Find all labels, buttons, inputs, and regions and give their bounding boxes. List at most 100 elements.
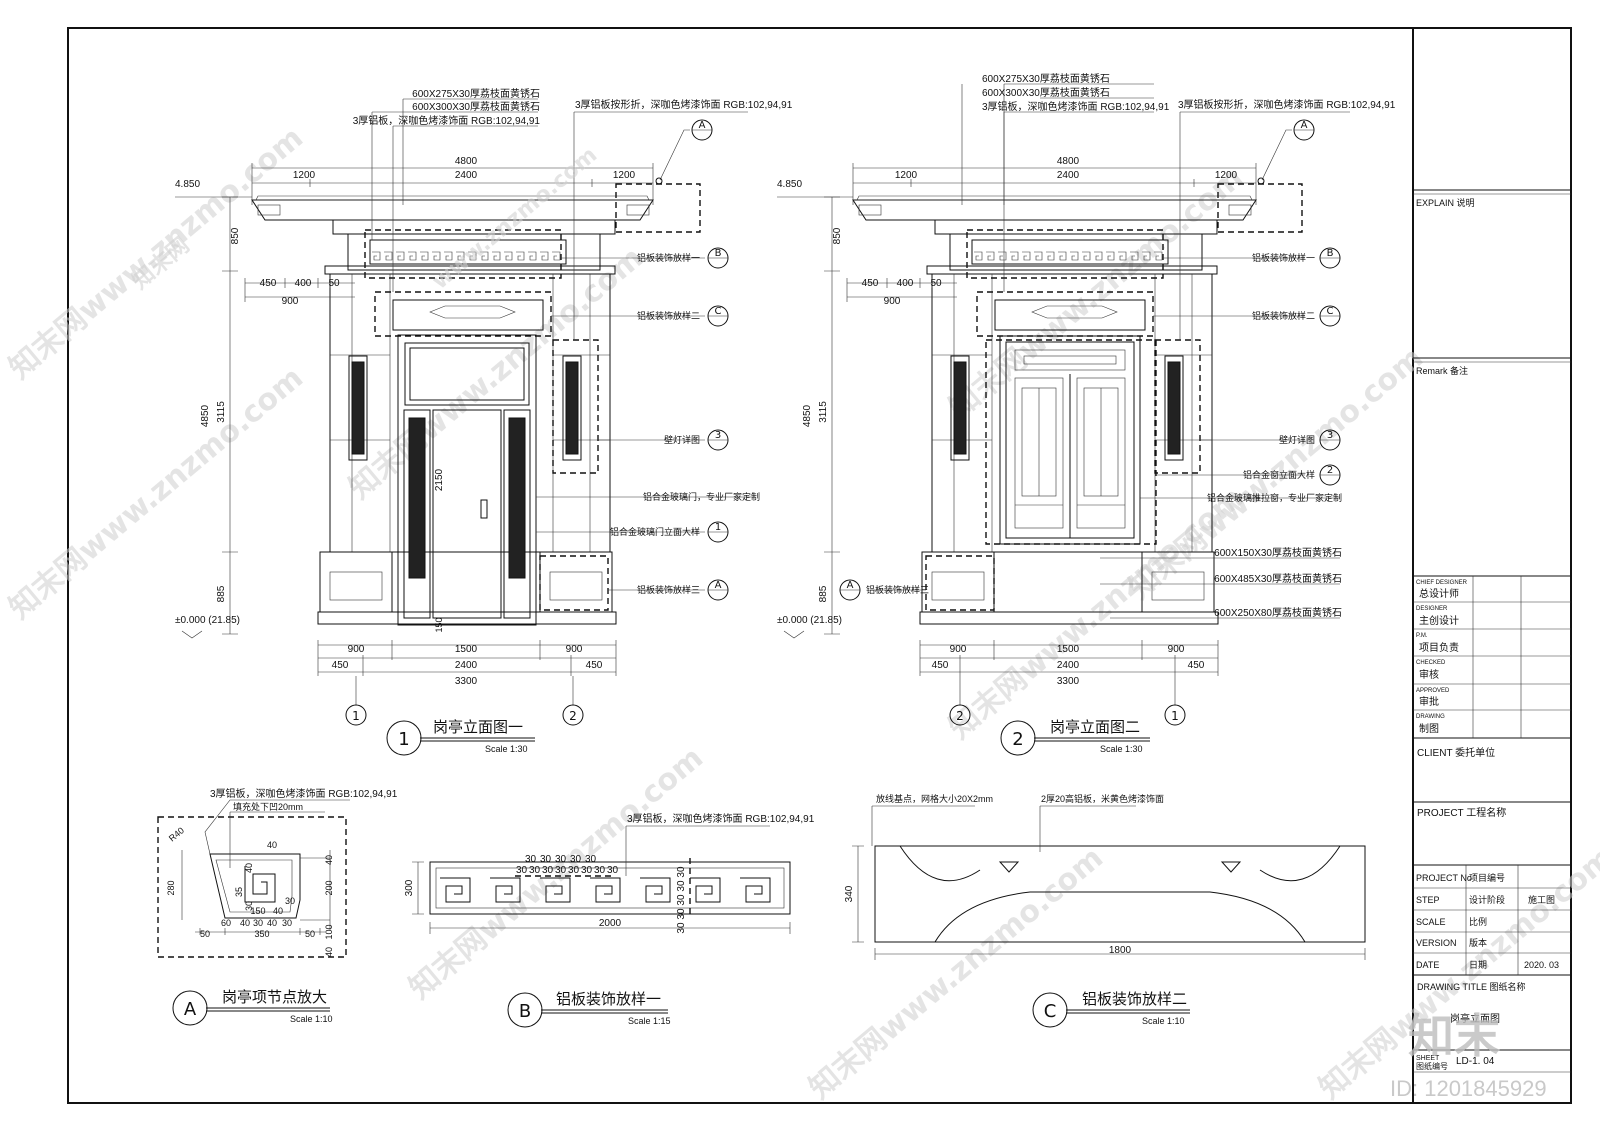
tb-field-3-cn: 版本: [1469, 937, 1487, 949]
tb-field-4-value: 2020. 03: [1524, 960, 1559, 970]
tb-sheet-cn: 图纸编号: [1416, 1061, 1448, 1071]
elev2-callout-4: 铝合金玻璃推拉窗，专业厂家定制: [1207, 492, 1342, 503]
detail-a-dim-18: 30: [253, 918, 263, 928]
elev1-dim-left-3: 900: [282, 296, 299, 307]
elev2-dim-left-3: 900: [884, 296, 901, 307]
elev1-scale: Scale 1:30: [485, 744, 528, 754]
detail-b-dim-top2-1: 30: [529, 865, 541, 876]
detail-a-dim-5: 40: [324, 947, 334, 957]
elev2-callout-3-tag: 2: [1327, 465, 1333, 476]
tb-role-5-en: DRAWING: [1416, 714, 1445, 720]
detail-c-dim-w: 1800: [1109, 945, 1132, 956]
detail-a-dim-3: 40: [324, 855, 334, 865]
elev2-dim-vert-0: 850: [832, 227, 843, 244]
elev1-callout-4: 铝合金玻璃门立面大样: [610, 526, 700, 537]
detail-a-note1: 3厚铝板，深咖色烤漆饰面 RGB:102,94,91: [210, 787, 398, 800]
detail-a-dim-7: 35: [234, 887, 244, 897]
watermark-brand: 知末: [1408, 1009, 1500, 1063]
elev2-dim-vert-2: 3115: [818, 401, 829, 423]
elev2-level-bottom: ±0.000 (21.85): [777, 615, 842, 626]
detail-a-dim-16: 60: [221, 918, 231, 928]
fret-band-b1: [372, 251, 561, 261]
tb-field-4-en: DATE: [1416, 960, 1439, 970]
elev1-dim-top-1: 1200: [293, 170, 316, 181]
detail-a-dim-12: 30: [285, 896, 295, 906]
detail-a-dim-14: 350: [254, 929, 269, 939]
elev1-callout-5-tag: A: [715, 580, 722, 591]
elev2-scale: Scale 1:30: [1100, 744, 1143, 754]
elev1-title: 岗亭立面图一: [433, 718, 523, 736]
elev2-callout-2-tag: 3: [1327, 430, 1333, 441]
elev2-dim-left-2: 50: [930, 278, 942, 289]
elev2-dim-top-3: 1200: [1215, 170, 1238, 181]
detail-a-title: 岗亭项节点放大: [222, 988, 327, 1006]
tb-role-1-en: DESIGNER: [1416, 606, 1448, 612]
elev1-note-1: 600X300X30厚荔枝面黄锈石: [412, 100, 540, 113]
elev2-axis-1: 1: [1171, 709, 1179, 723]
elev1-dim-b1-0: 900: [348, 644, 365, 655]
elev1-callout-1-tag: C: [715, 306, 722, 317]
elev2-dim-left-0: 450: [862, 278, 879, 289]
tb-field-0-en: PROJECT No: [1416, 873, 1472, 883]
detail-b-dim-side-2: 30: [676, 894, 687, 906]
elev1-callout-2-tag: 3: [715, 430, 721, 441]
detail-a-dim-1: 280: [166, 880, 176, 895]
detail-c-note2: 2厚20高铝板，米黄色烤漆饰面: [1041, 793, 1164, 804]
detail-b-dim-side-3: 30: [676, 908, 687, 920]
elev1-dim-vert-2: 3115: [216, 401, 227, 423]
elev2-note-0: 600X275X30厚荔枝面黄锈石: [982, 72, 1110, 85]
elev1-top-tag: A: [699, 120, 706, 131]
elev2-level-top: 4.850: [777, 179, 802, 190]
detail-a-dim-4: 100: [324, 924, 334, 939]
elev1-level-bottom: ±0.000 (21.85): [175, 615, 240, 626]
tb-field-4-cn: 日期: [1469, 960, 1487, 971]
elev1-note-0: 600X275X30厚荔枝面黄锈石: [412, 87, 540, 100]
detail-a-dim-13: 50: [200, 929, 210, 939]
elev2-dim-b1-1: 1500: [1057, 644, 1080, 655]
detail-c-title: 铝板装饰放样二: [1082, 990, 1187, 1008]
detail-a-dim-6: 40: [244, 863, 254, 873]
elev1-callout-3: 铝合金玻璃门，专业厂家定制: [643, 491, 760, 502]
elev2-dim-top-1: 1200: [895, 170, 918, 181]
elev1-dim-top-0: 4800: [455, 156, 478, 167]
detail-b-dim-top2-3: 30: [555, 865, 567, 876]
elev2-left-callout-tag: A: [847, 580, 854, 591]
detail-b-dim-top-1: 30: [540, 854, 552, 865]
elev1-dim-b1-1: 1500: [455, 644, 478, 655]
detail-c-dim-h: 340: [844, 885, 855, 902]
detail-a-dim-15: 50: [305, 929, 315, 939]
tb-role-2-en: P.M.: [1416, 633, 1428, 639]
elev2-dim-b1-2: 900: [1168, 644, 1185, 655]
detail-b-dim-top2-4: 30: [568, 865, 580, 876]
elev1-callout-2: 壁灯详图: [664, 434, 700, 445]
elev1-callout-1: 铝板装饰放样二: [637, 310, 700, 321]
elev2-dim-top-2: 2400: [1057, 170, 1080, 181]
elev2-dim-b2-0: 450: [932, 660, 949, 671]
elev2-callout-5: 600X150X30厚荔枝面黄锈石: [1214, 546, 1342, 559]
elev2-callout-1-tag: C: [1327, 306, 1334, 317]
elev2-dim-b1-0: 900: [950, 644, 967, 655]
elev1-title-num: 1: [398, 729, 409, 750]
elev1-door-dim: 150: [434, 617, 444, 632]
elev1-level-top: 4.850: [175, 179, 200, 190]
title-block: [1413, 189, 1571, 1073]
detail-a-dim-11: 40: [273, 906, 283, 916]
detail-a-dim-8: 30: [244, 901, 254, 911]
detail-b: [412, 825, 791, 934]
tb-role-4-cn: 审批: [1419, 695, 1439, 708]
detail-b-dim-top2-7: 30: [607, 865, 619, 876]
detail-b-tag: B: [519, 1001, 531, 1022]
elev1-callout-0-tag: B: [715, 248, 722, 259]
tb-explain: EXPLAIN 说明: [1416, 197, 1475, 208]
tb-role-3-en: CHECKED: [1416, 660, 1446, 666]
detail-b-dim-top-2: 30: [555, 854, 567, 865]
detail-a-dim-9: 40: [267, 840, 277, 850]
elev1-note-2: 3厚铝板，深咖色烤漆饰面 RGB:102,94,91: [353, 114, 541, 127]
detail-c: [852, 805, 1366, 960]
detail-c-scale: Scale 1:10: [1142, 1016, 1185, 1026]
elev2-dim-b2-1: 2400: [1057, 660, 1080, 671]
svg-text:知末网www.znzmo.com: 知末网www.znzmo.com: [3, 360, 310, 626]
elev2-top-tag: A: [1301, 120, 1308, 131]
sheet-border: [67, 27, 1572, 1104]
